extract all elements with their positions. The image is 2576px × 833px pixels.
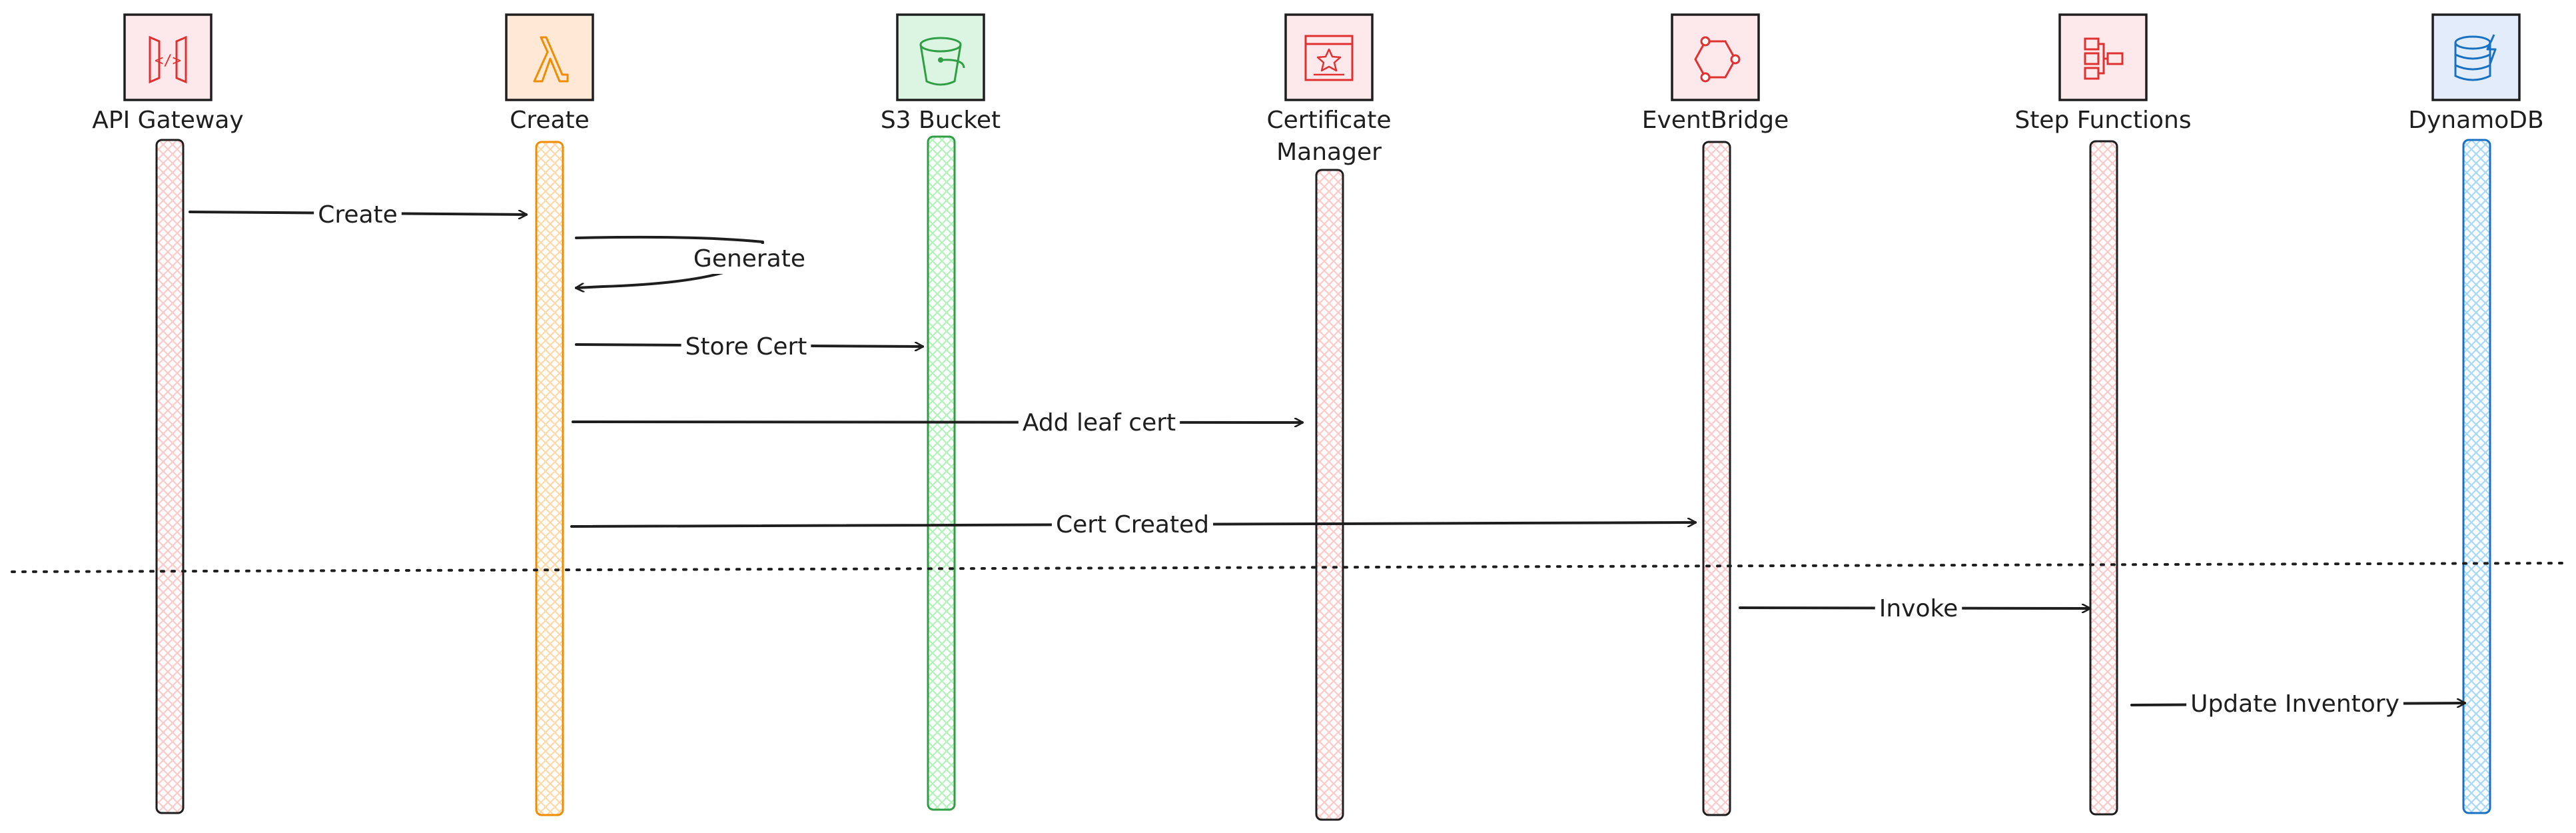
bucket-icon bbox=[896, 13, 985, 101]
message-0: Create bbox=[189, 200, 526, 230]
api-gateway-label: API Gateway bbox=[92, 107, 243, 134]
step-functions-label: Step Functions bbox=[2014, 107, 2191, 134]
message-1: Generate bbox=[576, 235, 810, 288]
participant-headers: </> API Gateway Create S3 Bucket Certificate… bbox=[92, 13, 2544, 166]
participant-create: Create bbox=[505, 13, 594, 134]
lambda-icon bbox=[505, 13, 594, 101]
create-lifeline bbox=[535, 141, 564, 816]
message-arrow bbox=[576, 235, 764, 288]
eventbridge-label: EventBridge bbox=[1642, 107, 1789, 134]
participant-eventbridge: EventBridge bbox=[1642, 13, 1789, 134]
participant-s3-bucket: S3 Bucket bbox=[881, 13, 1001, 134]
step-functions-lifeline bbox=[2089, 140, 2118, 816]
message-2: Store Cert bbox=[575, 332, 923, 362]
eventbridge-lifeline bbox=[1702, 141, 1731, 816]
certificate-icon bbox=[1284, 13, 1374, 101]
phase-divider bbox=[11, 562, 2566, 573]
message-label: Update Inventory bbox=[2190, 690, 2399, 718]
message-label: Add leaf cert bbox=[1023, 409, 1176, 436]
lifelines bbox=[155, 135, 2491, 821]
message-label: Create bbox=[318, 201, 398, 229]
dynamodb-label: DynamoDB bbox=[2408, 107, 2543, 134]
participant-dynamodb: DynamoDB bbox=[2408, 13, 2544, 134]
create-label: Create bbox=[510, 107, 590, 134]
message-label: Cert Created bbox=[1056, 511, 1209, 538]
database-icon bbox=[2431, 13, 2521, 101]
message-label: Invoke bbox=[1879, 595, 1958, 622]
dynamodb-lifeline bbox=[2462, 139, 2491, 814]
message-3: Add leaf cert bbox=[572, 408, 1302, 438]
message-4: Cert Created bbox=[570, 510, 1695, 540]
message-label: Generate bbox=[693, 245, 805, 273]
message-5: Invoke bbox=[1739, 594, 2090, 624]
api-gateway-icon: </> bbox=[123, 13, 213, 101]
certificate-manager-lifeline bbox=[1315, 169, 1344, 821]
step-functions-icon bbox=[2058, 13, 2148, 101]
message-6: Update Inventory bbox=[2130, 689, 2465, 719]
message-label: Store Cert bbox=[685, 333, 807, 361]
participant-step-functions: Step Functions bbox=[2014, 13, 2192, 134]
participant-api-gateway: </> API Gateway bbox=[92, 13, 244, 134]
s3-bucket-label: S3 Bucket bbox=[881, 107, 1001, 134]
api-gateway-lifeline bbox=[155, 139, 185, 814]
s3-bucket-lifeline bbox=[927, 135, 956, 811]
eventbridge-icon bbox=[1671, 13, 1760, 101]
svg-text:</>: </> bbox=[155, 53, 181, 69]
